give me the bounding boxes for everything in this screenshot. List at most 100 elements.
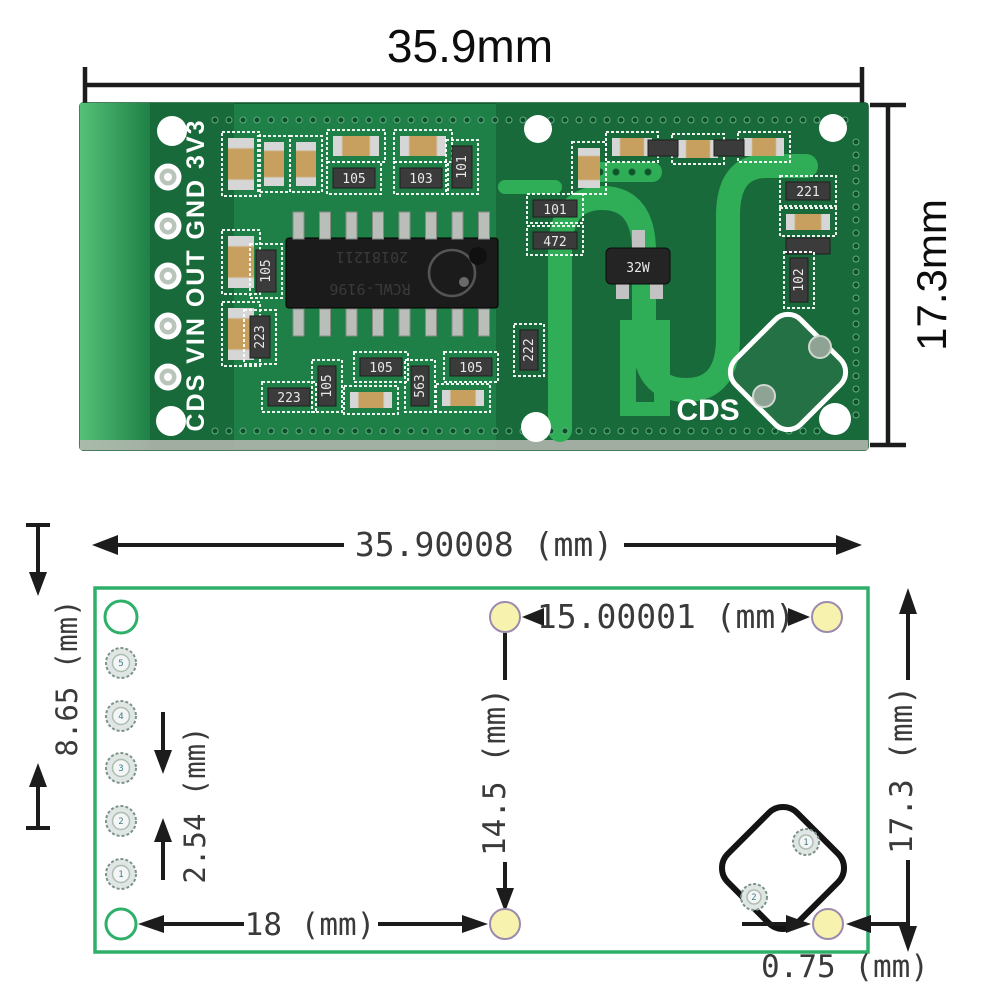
resistor: 105	[443, 351, 499, 383]
mounting-hole-top-left	[103, 599, 139, 635]
arrowhead-left	[138, 915, 164, 933]
resistor: 221	[779, 175, 837, 207]
via-dot	[743, 116, 751, 124]
svg-text:3: 3	[118, 764, 123, 774]
via-dot	[267, 427, 275, 435]
pin-hole	[154, 163, 182, 191]
hole-vertical-value: 14.5 (mm)	[477, 688, 513, 856]
board-edge-highlight	[80, 103, 150, 450]
via-dot	[211, 116, 219, 124]
ic-pin	[398, 308, 411, 337]
resistor: 223	[243, 309, 277, 365]
via-dot	[852, 164, 860, 172]
via-dot	[295, 427, 303, 435]
ic-pin	[319, 308, 331, 337]
ic-pin	[372, 308, 384, 337]
photo-width-dimension: 35.9mm	[82, 20, 865, 103]
via-dot	[505, 427, 513, 435]
via-dot	[852, 372, 860, 380]
mounting-hole	[524, 115, 552, 143]
arrowhead-down	[496, 888, 514, 912]
antenna-silkscreen-label: CDS	[676, 394, 739, 427]
via-dot	[852, 177, 860, 185]
capacitor	[221, 131, 261, 197]
resistor	[647, 139, 679, 157]
header-pins: 5 4 3 2 1	[105, 647, 137, 890]
via-dot	[617, 116, 625, 124]
arrowhead-right	[786, 915, 811, 933]
board-height-label: 17.3mm	[908, 199, 955, 351]
mounting-hole	[156, 406, 186, 436]
ic-chip: 20181211 RCWL-9196	[285, 211, 499, 337]
ic-date-code: 20181211	[336, 248, 408, 266]
hole-spacing-dimension: 15.00001 (mm)	[489, 597, 843, 636]
transistor-lead	[650, 282, 663, 299]
hole-horizontal-value: 18 (mm)	[245, 907, 376, 943]
board-height-value: 17.3 (mm)	[884, 686, 920, 854]
resistor: 103	[393, 161, 449, 195]
via-dot	[267, 116, 275, 124]
header-pin-holes	[154, 163, 182, 391]
ic-pin	[451, 308, 464, 337]
ic-logo-dot	[459, 277, 469, 287]
via-dot	[603, 116, 611, 124]
via-dot	[561, 116, 569, 124]
ic-pin	[319, 211, 331, 240]
ic-body	[285, 237, 499, 309]
arrowhead-right	[462, 915, 488, 933]
resistor: 102	[783, 251, 815, 309]
arrowhead-left	[92, 535, 118, 555]
via-dot-rows	[211, 116, 860, 435]
antenna-feed-trace	[498, 180, 562, 194]
via-dot	[463, 116, 471, 124]
unlabeled-resistors	[647, 139, 831, 255]
diamond-hole-2: 2	[740, 883, 768, 911]
mounting-hole-bottom-left	[104, 907, 138, 941]
board-width-value: 35.90008 (mm)	[355, 525, 613, 564]
via-dot	[617, 427, 625, 435]
via-dot	[449, 427, 457, 435]
board-width-label: 35.9mm	[387, 20, 553, 72]
via-dot	[309, 427, 317, 435]
via-dot	[715, 116, 723, 124]
pin-pitch-dimension: 2.54 (mm)	[154, 712, 212, 884]
via-dot	[281, 427, 289, 435]
svg-text:2: 2	[751, 893, 756, 903]
resistor-label: 222	[522, 338, 537, 361]
via-dot	[337, 116, 345, 124]
hole-spacing-value: 15.00001 (mm)	[537, 597, 795, 636]
resistor: 222	[513, 323, 545, 377]
pin-3: 3	[105, 752, 137, 784]
via-dot	[701, 427, 709, 435]
via-dot	[575, 116, 583, 124]
diagram-height-dimension: 17.3 (mm)	[884, 588, 920, 952]
pin-row-offset-value: 8.65 (mm)	[50, 599, 84, 756]
svg-text:5: 5	[118, 659, 123, 669]
ic-pin	[398, 211, 411, 240]
ic-pin	[345, 308, 358, 337]
edge-offset-value: 0.75 (mm)	[761, 949, 929, 985]
via-dot	[477, 427, 485, 435]
resistor-label: 221	[796, 185, 819, 200]
resistor: 105	[353, 351, 409, 383]
mounting-hole	[521, 412, 551, 442]
hole-bottom-right	[812, 908, 844, 940]
via-dot	[351, 116, 359, 124]
transistor-lead	[616, 282, 629, 299]
resistor-label: 223	[277, 391, 300, 406]
antenna-pad	[588, 162, 662, 182]
hole-top-right	[811, 601, 843, 633]
ic-pin	[478, 211, 490, 240]
via-dot	[253, 116, 261, 124]
mounting-hole	[819, 114, 847, 142]
ic-pin	[451, 211, 464, 240]
transistor-lead	[632, 230, 645, 250]
capacitor	[326, 129, 386, 163]
via-dot	[491, 116, 499, 124]
via-dot	[852, 138, 860, 146]
via-dot	[463, 427, 471, 435]
via-dot	[393, 427, 401, 435]
via-dot	[701, 116, 709, 124]
resistor-label: 105	[342, 172, 365, 187]
resistor-label: 105	[369, 361, 392, 376]
